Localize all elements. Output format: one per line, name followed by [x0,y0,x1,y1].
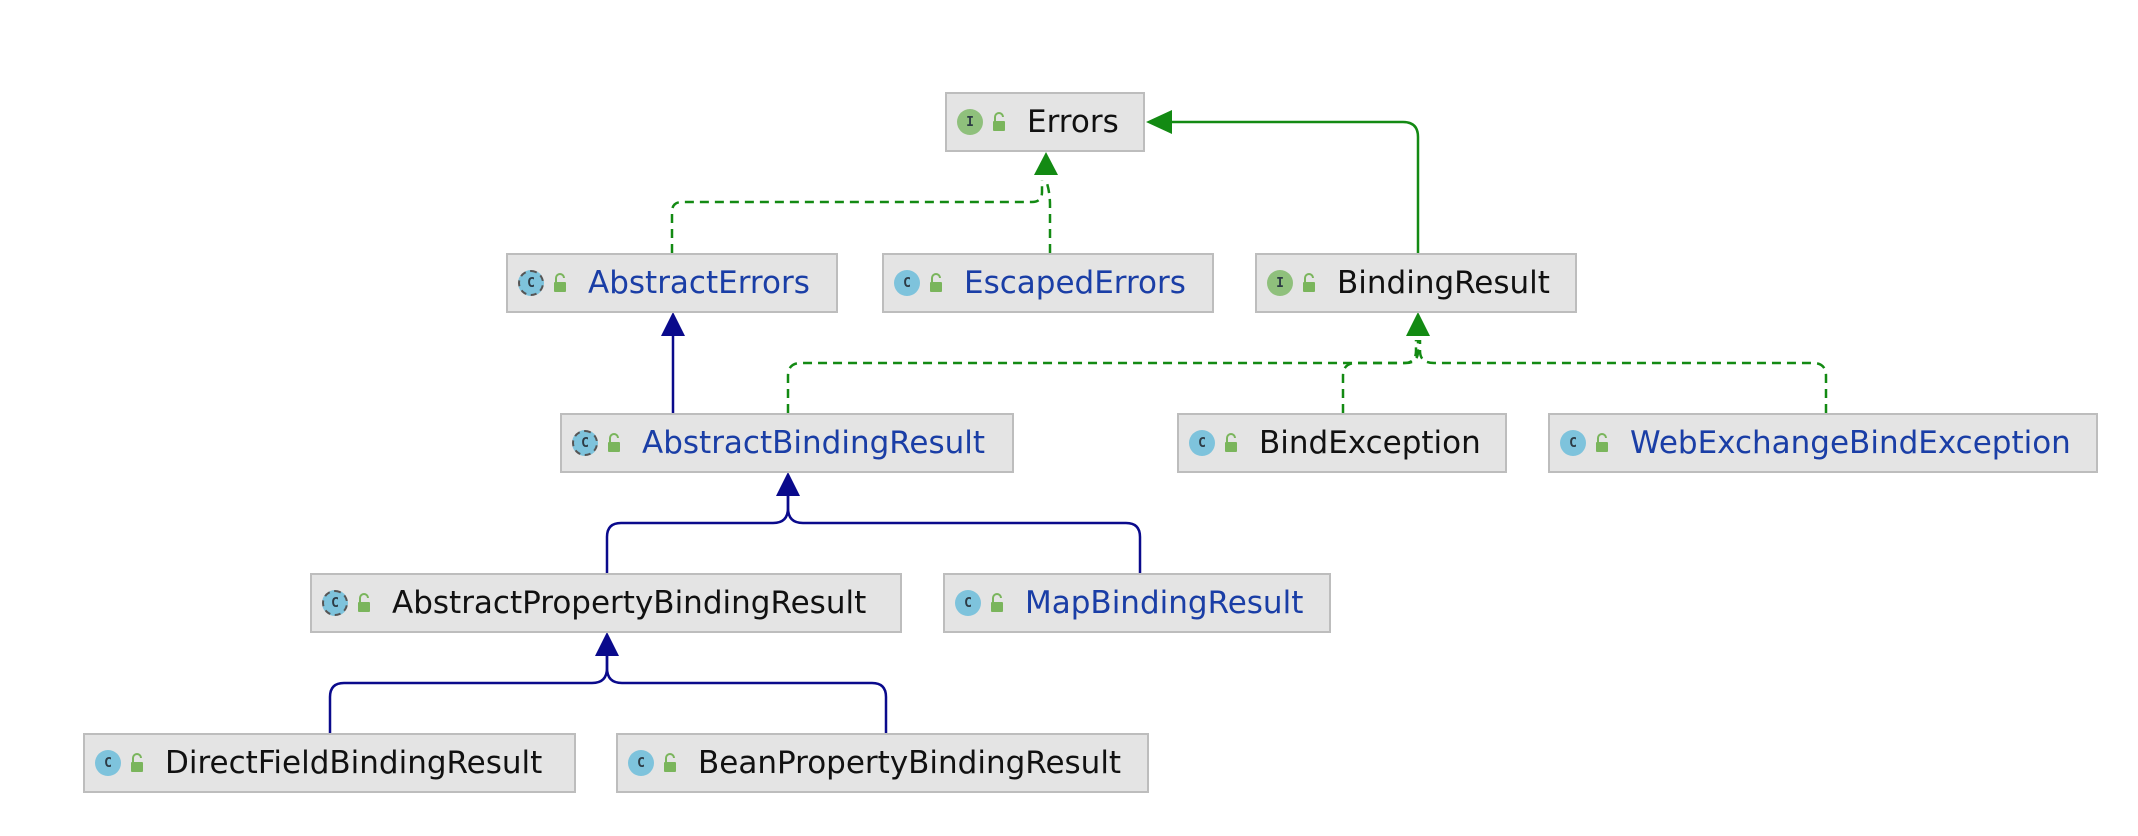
node-escapederrors[interactable]: C EscapedErrors [882,253,1214,313]
arrowhead-abstractbindingresult-bottom [776,472,800,496]
node-directfieldbindingresult[interactable]: C DirectFieldBindingResult [83,733,576,793]
public-lock-icon [662,753,680,773]
node-label: MapBindingResult [1025,585,1304,621]
arrowhead-errors-right [1146,110,1172,134]
node-abstractpropertybindingresult[interactable]: C AbstractPropertyBindingResult [310,573,902,633]
node-abstractbindingresult[interactable]: C AbstractBindingResult [560,413,1014,473]
interface-icon: I [957,109,983,135]
arrowhead-errors-bottom [1034,152,1058,175]
edge-escapederrors-errors [1044,179,1052,253]
arrowhead-abstracterrors-bottom [661,312,685,336]
public-lock-icon [356,593,374,613]
edge-beanpropertybindingresult-abstractpropertybindingresult [605,656,888,733]
class-icon: C [1189,430,1215,456]
abstract-class-icon: C [518,270,544,296]
edge-directfieldbindingresult-abstractpropertybindingresult [328,656,609,733]
node-bindexception[interactable]: C BindException [1177,413,1507,473]
node-label: AbstractPropertyBindingResult [392,585,867,621]
node-abstracterrors[interactable]: C AbstractErrors [506,253,838,313]
edge-abstractpropertybindingresult-abstractbindingresult [605,496,790,573]
node-mapbindingresult[interactable]: C MapBindingResult [943,573,1331,633]
public-lock-icon [991,112,1009,132]
node-label: WebExchangeBindException [1630,425,2071,461]
public-lock-icon [552,273,570,293]
class-icon: C [95,750,121,776]
interface-icon: I [1267,270,1293,296]
node-label: Errors [1027,104,1119,140]
node-label: BindException [1259,425,1481,461]
public-lock-icon [129,753,147,773]
abstract-class-icon: C [322,590,348,616]
arrowhead-abstractpropertybindingresult-bottom [595,632,619,656]
class-icon: C [894,270,920,296]
node-errors[interactable]: I Errors [945,92,1145,152]
edge-abstracterrors-errors [670,180,1044,253]
node-label: DirectFieldBindingResult [165,745,543,781]
edge-bindingresult-errors [1170,120,1420,253]
node-bindingresult[interactable]: I BindingResult [1255,253,1577,313]
public-lock-icon [1301,273,1319,293]
edge-abstractbindingresult-bindingresult [786,340,1418,413]
public-lock-icon [989,593,1007,613]
node-webexchangebindexception[interactable]: C WebExchangeBindException [1548,413,2098,473]
node-label: BeanPropertyBindingResult [698,745,1122,781]
class-icon: C [1560,430,1586,456]
public-lock-icon [606,433,624,453]
node-label: AbstractErrors [588,265,810,301]
node-label: BindingResult [1337,265,1550,301]
arrowhead-bindingresult-bottom [1406,312,1430,336]
edge-webexchangebindexception-bindingresult [1418,340,1828,413]
public-lock-icon [1223,433,1241,453]
public-lock-icon [1594,433,1612,453]
class-icon: C [628,750,654,776]
edge-bindexception-bindingresult [1341,340,1420,413]
node-label: EscapedErrors [964,265,1186,301]
node-label: AbstractBindingResult [642,425,986,461]
class-icon: C [955,590,981,616]
node-beanpropertybindingresult[interactable]: C BeanPropertyBindingResult [616,733,1149,793]
abstract-class-icon: C [572,430,598,456]
edge-mapbindingresult-abstractbindingresult [786,496,1142,573]
public-lock-icon [928,273,946,293]
